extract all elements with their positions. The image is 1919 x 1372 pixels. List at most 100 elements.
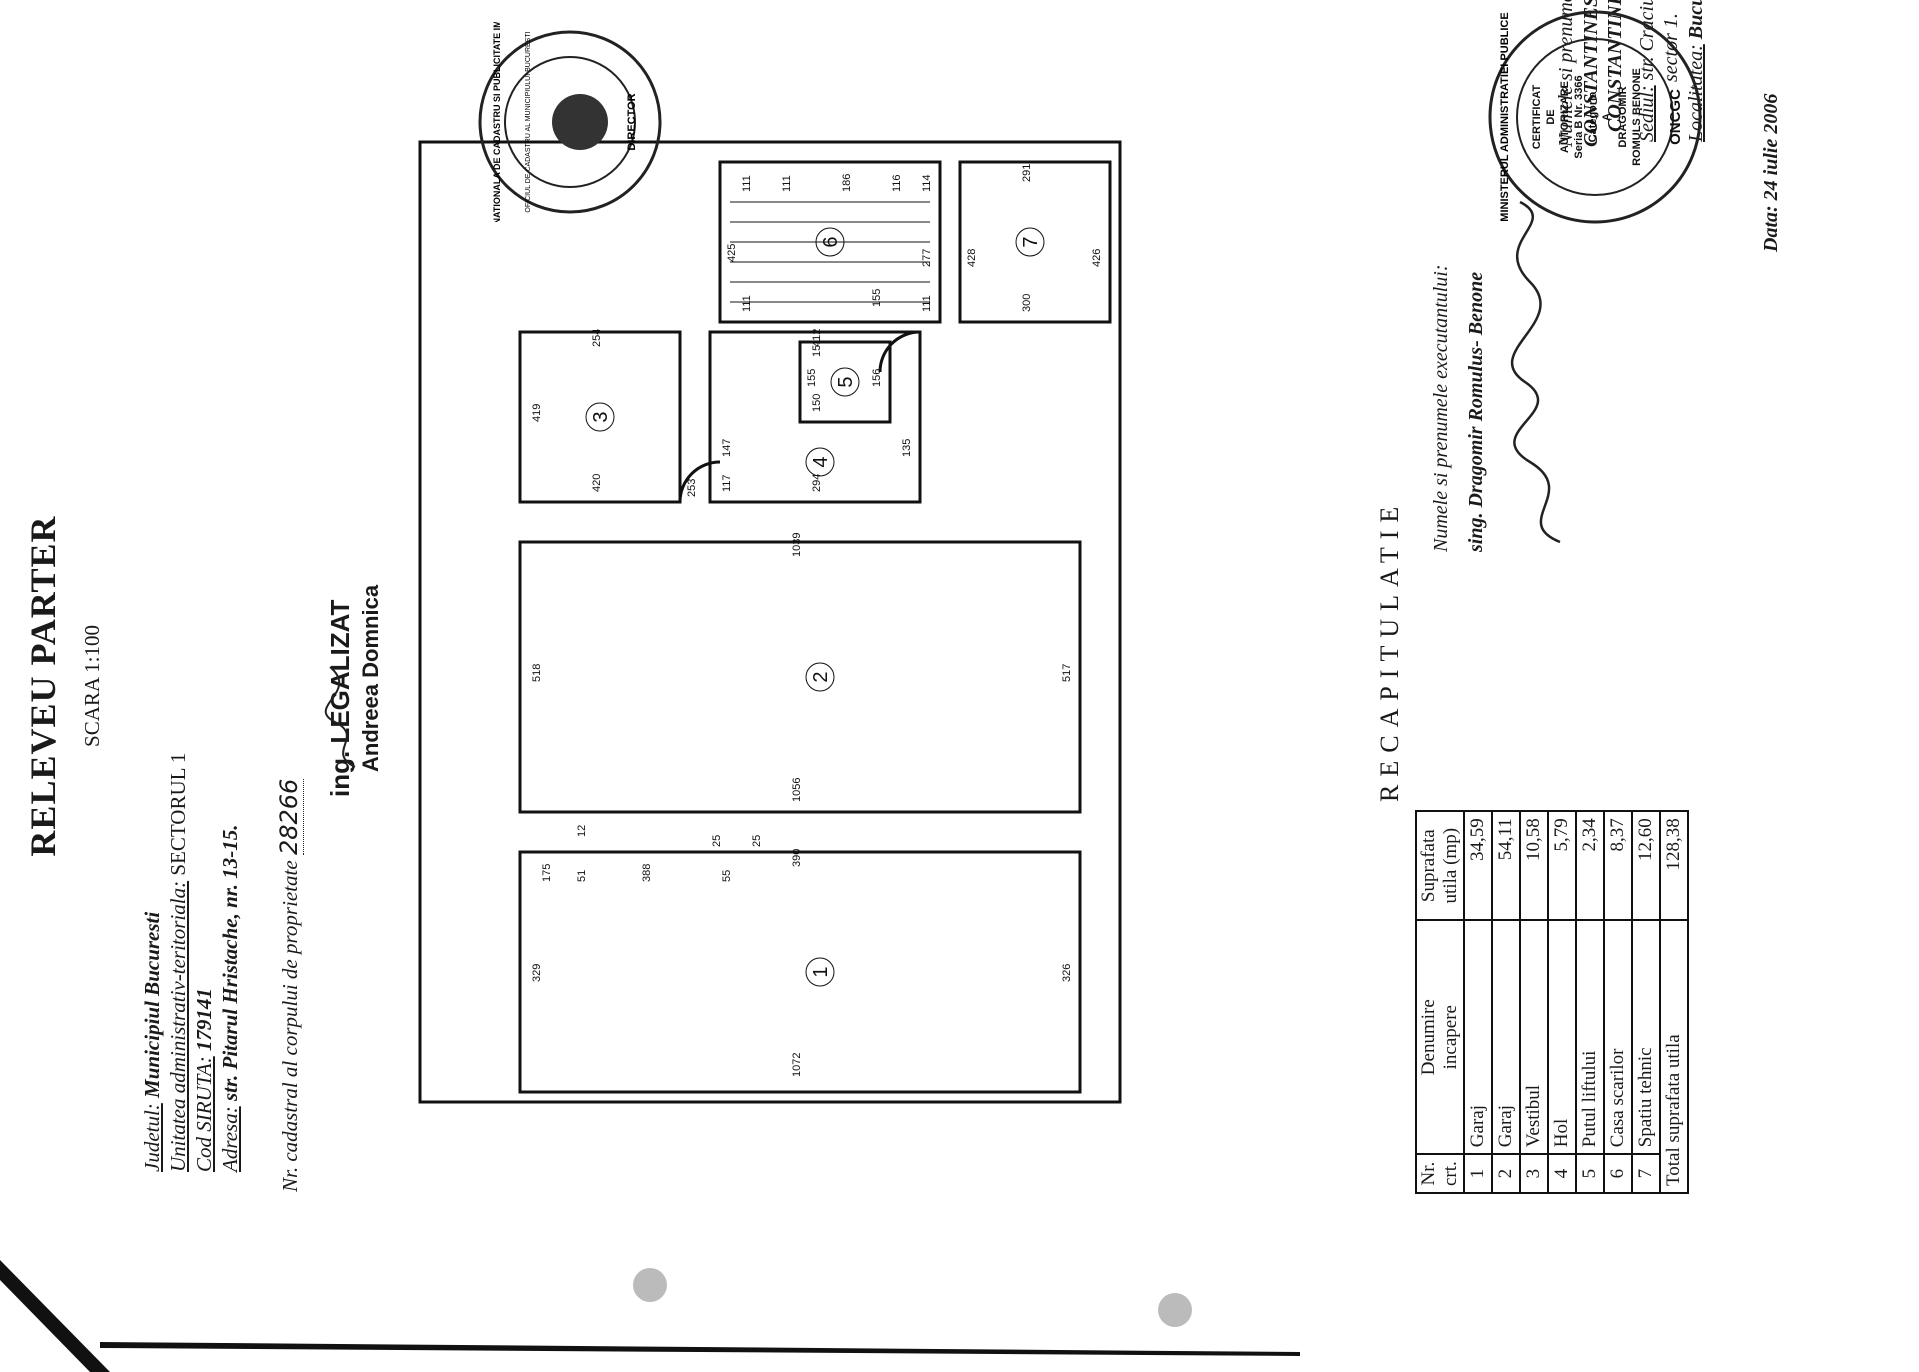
judet-line: Judetul: Municipiul Bucuresti — [140, 912, 165, 1172]
dim-label: 291 — [1021, 164, 1033, 182]
dim-label: 12 — [576, 825, 588, 837]
dim-label: 420 — [591, 474, 603, 492]
executant-label: Numele si prenumele executantului: — [1430, 264, 1452, 553]
dim-label: 25 — [711, 835, 723, 847]
dim-label: 419 — [531, 404, 543, 422]
dim-label: 111 — [741, 295, 753, 312]
dim-label: 147 — [721, 439, 733, 457]
uat-line: Unitatea administrativ-teritoriala: SECT… — [166, 753, 191, 1172]
svg-text:6: 6 — [820, 236, 842, 247]
outer-wall — [418, 140, 1122, 1104]
dim-label: 175 — [541, 864, 553, 882]
recap-header-nr: Nr.crt. — [1416, 1154, 1464, 1193]
room-7-outline — [958, 160, 1112, 324]
stamp-line: Seria B Nr. 3366 — [1573, 75, 1585, 158]
dim-label: 1072 — [791, 1053, 803, 1077]
dim-label: 186 — [841, 174, 853, 192]
authorization-stamp: MINISTERUL ADMINISTRATIEI PUBLICE CERTIF… — [1488, 10, 1702, 224]
dim-label: 55 — [721, 870, 733, 882]
dim-label: 518 — [531, 664, 543, 682]
dim-label: 51 — [576, 870, 588, 882]
executant-date: Data: 24 iulie 2006 — [1760, 93, 1782, 252]
adresa-line: Adresa: str. Pitarul Hristache, nr. 13-1… — [218, 824, 243, 1172]
uat-value: SECTORUL 1 — [166, 752, 190, 876]
room-label-2: 2 — [805, 662, 835, 692]
cadastre-stamp: AGENTIA NATIONALA DE CADASTRU SI PUBLICI… — [478, 22, 662, 222]
dim-label: 390 — [791, 849, 803, 867]
recap-title: RECAPITULATIE — [1375, 498, 1404, 802]
room-5-outline — [798, 340, 892, 424]
stamp-line: Categoria — [1587, 91, 1599, 143]
dim-label: 114 — [921, 174, 933, 192]
cadastral-label: Nr. cadastral al corpului de proprietate — [278, 860, 302, 1192]
adresa-label: Adresa: — [218, 1106, 242, 1172]
cadastral-value: 28266 — [275, 778, 304, 856]
dim-label: 1039 — [791, 533, 803, 557]
judet-value: Municipiul Bucuresti — [140, 911, 164, 1098]
stamp-ring-text: MINISTERUL ADMINISTRATIEI PUBLICE — [1499, 12, 1511, 221]
stamp-line: ROMULS BENONE — [1631, 68, 1643, 166]
svg-text:5: 5 — [835, 376, 857, 387]
dim-label: 155 — [871, 289, 883, 307]
signature-engineer — [324, 666, 356, 768]
dim-label: 426 — [1091, 249, 1103, 267]
stamp-line: DRAGOMIR — [1617, 86, 1629, 147]
siruta-label: Cod SIRUTA: — [192, 1056, 216, 1172]
door-arc — [678, 460, 721, 503]
room-label-3: 3 — [585, 402, 615, 432]
dim-label: 425 — [726, 244, 738, 262]
punch-hole-icon — [1158, 1293, 1192, 1327]
dim-label: 111 — [741, 175, 753, 192]
dim-label: 111 — [921, 295, 933, 312]
dim-label: 111 — [781, 175, 793, 192]
scan-bottom-edge — [100, 1342, 1300, 1356]
dim-label: 253 — [686, 479, 698, 497]
stamp-top-center: DIRECTOR — [626, 93, 638, 150]
stamp-top-ring: AGENTIA NATIONALA DE CADASTRU SI PUBLICI… — [492, 22, 502, 222]
room-label-6: 6 — [815, 227, 845, 257]
siruta-value: 179141 — [192, 988, 216, 1052]
judet-label: Judetul: — [140, 1103, 164, 1172]
cadastral-line: Nr. cadastral al corpului de proprietate… — [275, 778, 304, 1192]
stamp-line: ONCGC — [1667, 89, 1684, 145]
dim-label: 326 — [1061, 964, 1073, 982]
dim-label: 156 — [871, 369, 883, 387]
svg-text:1: 1 — [810, 966, 832, 977]
page-title: RELEVEU PARTER — [23, 515, 63, 857]
dim-label: 517 — [1061, 664, 1073, 682]
room-2-outline — [518, 540, 1082, 814]
dim-label: 412 — [811, 329, 823, 347]
svg-text:7: 7 — [1020, 236, 1042, 247]
room-label-4: 4 — [805, 447, 835, 477]
room-label-5: 5 — [830, 367, 860, 397]
svg-text:2: 2 — [810, 671, 832, 682]
siruta-line: Cod SIRUTA: 179141 — [192, 988, 217, 1172]
seal-emblem-icon — [552, 94, 608, 150]
dim-label: 117 — [721, 474, 733, 492]
dim-label: 329 — [531, 964, 543, 982]
stamp-line: AUTORIZARE — [1559, 81, 1571, 153]
door-arc — [878, 330, 921, 373]
signature-executant — [1510, 200, 1561, 544]
dim-label: 116 — [891, 174, 903, 192]
dim-label: 277 — [921, 249, 933, 267]
dim-label: 300 — [1021, 294, 1033, 312]
adresa-value: str. Pitarul Hristache, nr. 13-15. — [218, 824, 242, 1102]
stamp-line: DE — [1545, 109, 1557, 124]
scan-edge-artifact — [0, 1260, 110, 1372]
svg-text:4: 4 — [810, 456, 832, 467]
stamp-top-inner: OFICIUL DE CADASTRU AL MUNICIPIULUI BUCU… — [525, 31, 532, 212]
stamp-line: A — [1601, 113, 1613, 121]
room-4-outline — [708, 330, 922, 504]
